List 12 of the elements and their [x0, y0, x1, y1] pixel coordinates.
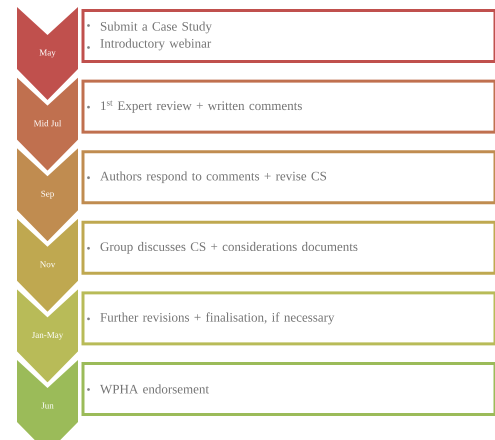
month-banner: Mid Jul	[17, 78, 78, 171]
step-box: Submit a Case Study Introductory webinar	[82, 9, 495, 63]
step-box: Authors respond to comments + revise CS	[82, 150, 495, 204]
step-box: 1$^{st}$ Expert review + written comments	[82, 80, 495, 134]
month-banner: Jun	[17, 360, 78, 440]
month-banner: Nov	[17, 218, 78, 312]
step-box: Further revisions + finalisation, if necessary	[82, 291, 495, 346]
step-box: WPHA endorsement	[82, 362, 495, 416]
month-banner: Sep	[17, 148, 78, 242]
month-banner: May	[17, 7, 78, 100]
month-banner: Jan-May	[17, 289, 78, 382]
step-box: Group discusses CS + considerations documents	[82, 220, 495, 275]
